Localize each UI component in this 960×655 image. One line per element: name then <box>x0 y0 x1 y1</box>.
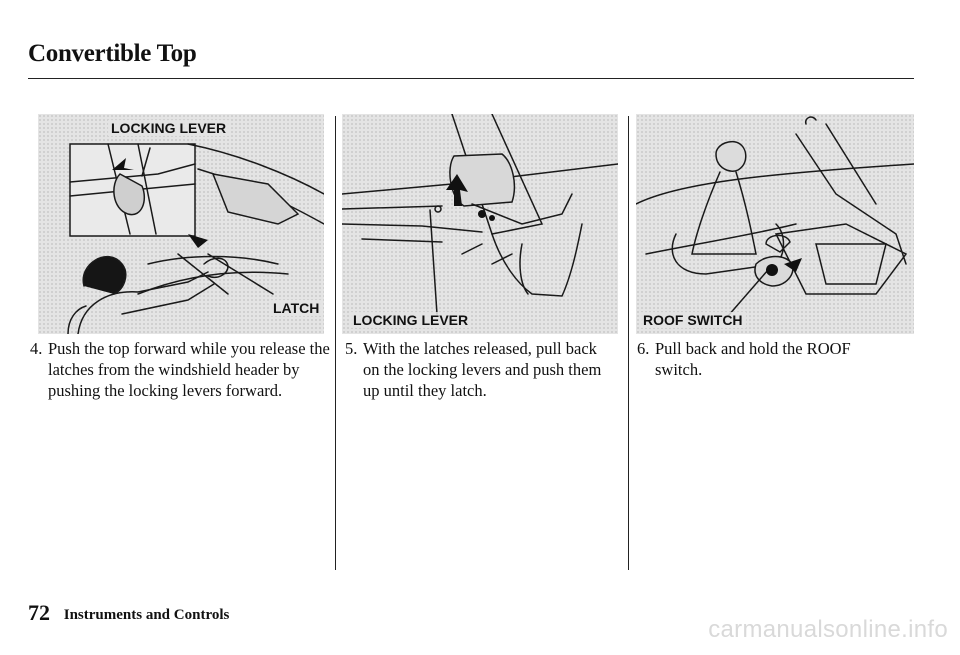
step-number: 4. <box>30 339 43 358</box>
column-divider <box>628 116 629 570</box>
page-title: Convertible Top <box>28 40 197 67</box>
column-divider <box>335 116 336 570</box>
step-number: 5. <box>345 339 358 358</box>
callout-locking-lever: LOCKING LEVER <box>350 312 472 328</box>
step-text: Pull back and hold the ROOF switch. <box>655 339 851 379</box>
step-text: With the latches released, pull back on … <box>363 339 602 400</box>
step-number: 6. <box>637 339 650 358</box>
illustration-latch-release: LOCKING LEVER LATCH <box>38 114 324 334</box>
section-name: Instruments and Controls <box>63 607 230 623</box>
callout-locking-lever: LOCKING LEVER <box>108 120 230 136</box>
title-divider <box>28 78 914 79</box>
illustration-roof-switch: ROOF SWITCH <box>636 114 914 334</box>
callout-roof-switch: ROOF SWITCH <box>640 312 746 328</box>
step-5: 5. With the latches released, pull back … <box>345 338 615 401</box>
page-number: 72 <box>28 600 50 625</box>
page-footer: 72 Instruments and Controls <box>28 600 229 626</box>
callout-latch: LATCH <box>270 300 323 316</box>
step-6: 6. Pull back and hold the ROOF switch. <box>637 338 897 380</box>
step-text: Push the top forward while you release t… <box>48 339 330 400</box>
illustration-locking-lever: LOCKING LEVER <box>342 114 618 334</box>
watermark: carmanualsonline.info <box>708 616 948 643</box>
step-4: 4. Push the top forward while you releas… <box>30 338 330 401</box>
